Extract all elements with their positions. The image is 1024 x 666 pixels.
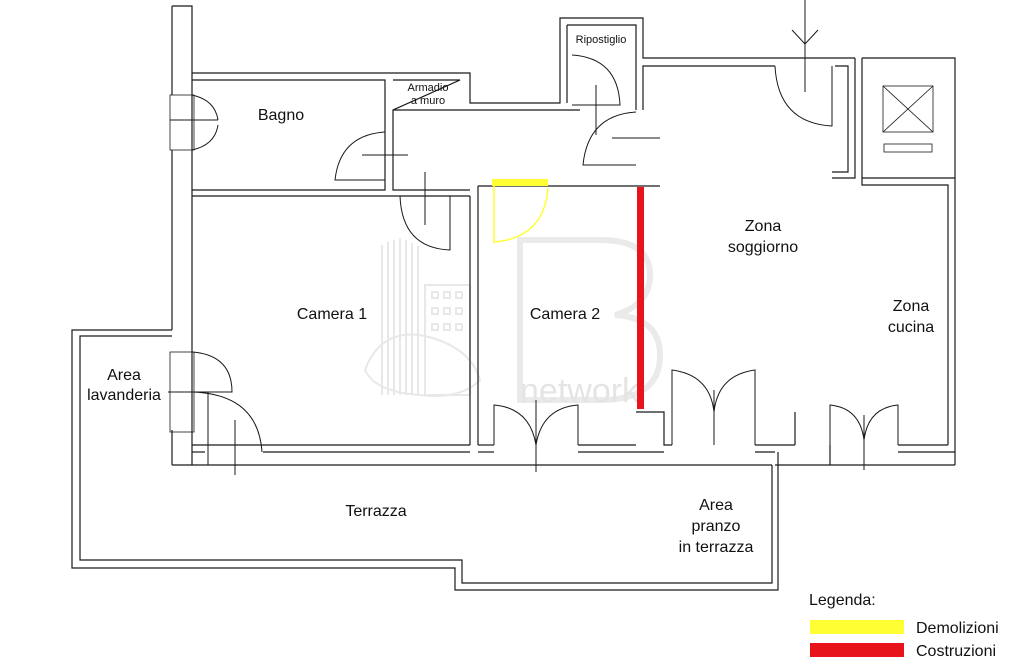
label-armadio-1: Armadio [408, 82, 449, 94]
label-cucina-1: Zona [893, 298, 930, 315]
construction-wall [637, 187, 644, 409]
label-pranzo-3: in terrazza [679, 539, 754, 556]
legend-title: Legenda: [809, 592, 876, 609]
label-terrazza: Terrazza [345, 503, 406, 520]
label-pranzo-2: pranzo [692, 518, 741, 535]
demolition-wall [492, 179, 548, 186]
label-bagno: Bagno [258, 107, 304, 124]
demolition-markings [492, 179, 549, 243]
legend: Legenda: Demolizioni Costruzioni [809, 592, 999, 660]
label-pranzo-1: Area [699, 497, 733, 514]
walls [71, 5, 956, 591]
entrance-arrow-icon [791, 0, 819, 45]
watermark-logo: network [363, 237, 664, 410]
demolition-door [493, 186, 549, 243]
label-camera2: Camera 2 [530, 306, 600, 323]
legend-label-demolizioni: Demolizioni [916, 620, 999, 637]
label-lavanderia-1: Area [107, 367, 141, 384]
watermark-building-icon [363, 238, 482, 397]
watermark-text: network [520, 372, 640, 410]
label-soggiorno-1: Zona [745, 218, 782, 235]
legend-swatch-demolizioni [810, 620, 904, 634]
label-armadio-2: a muro [411, 95, 445, 107]
label-soggiorno-2: soggiorno [728, 239, 798, 256]
doors [168, 0, 934, 475]
legend-label-costruzioni: Costruzioni [916, 643, 996, 660]
label-ripostiglio: Ripostiglio [576, 34, 627, 46]
label-lavanderia-2: lavanderia [87, 387, 161, 404]
elevator-icon [882, 85, 934, 133]
room-labels: Bagno Armadio a muro Ripostiglio Zona so… [87, 34, 934, 556]
label-cucina-2: cucina [888, 319, 934, 336]
legend-swatch-costruzioni [810, 643, 904, 657]
label-camera1: Camera 1 [297, 306, 367, 323]
